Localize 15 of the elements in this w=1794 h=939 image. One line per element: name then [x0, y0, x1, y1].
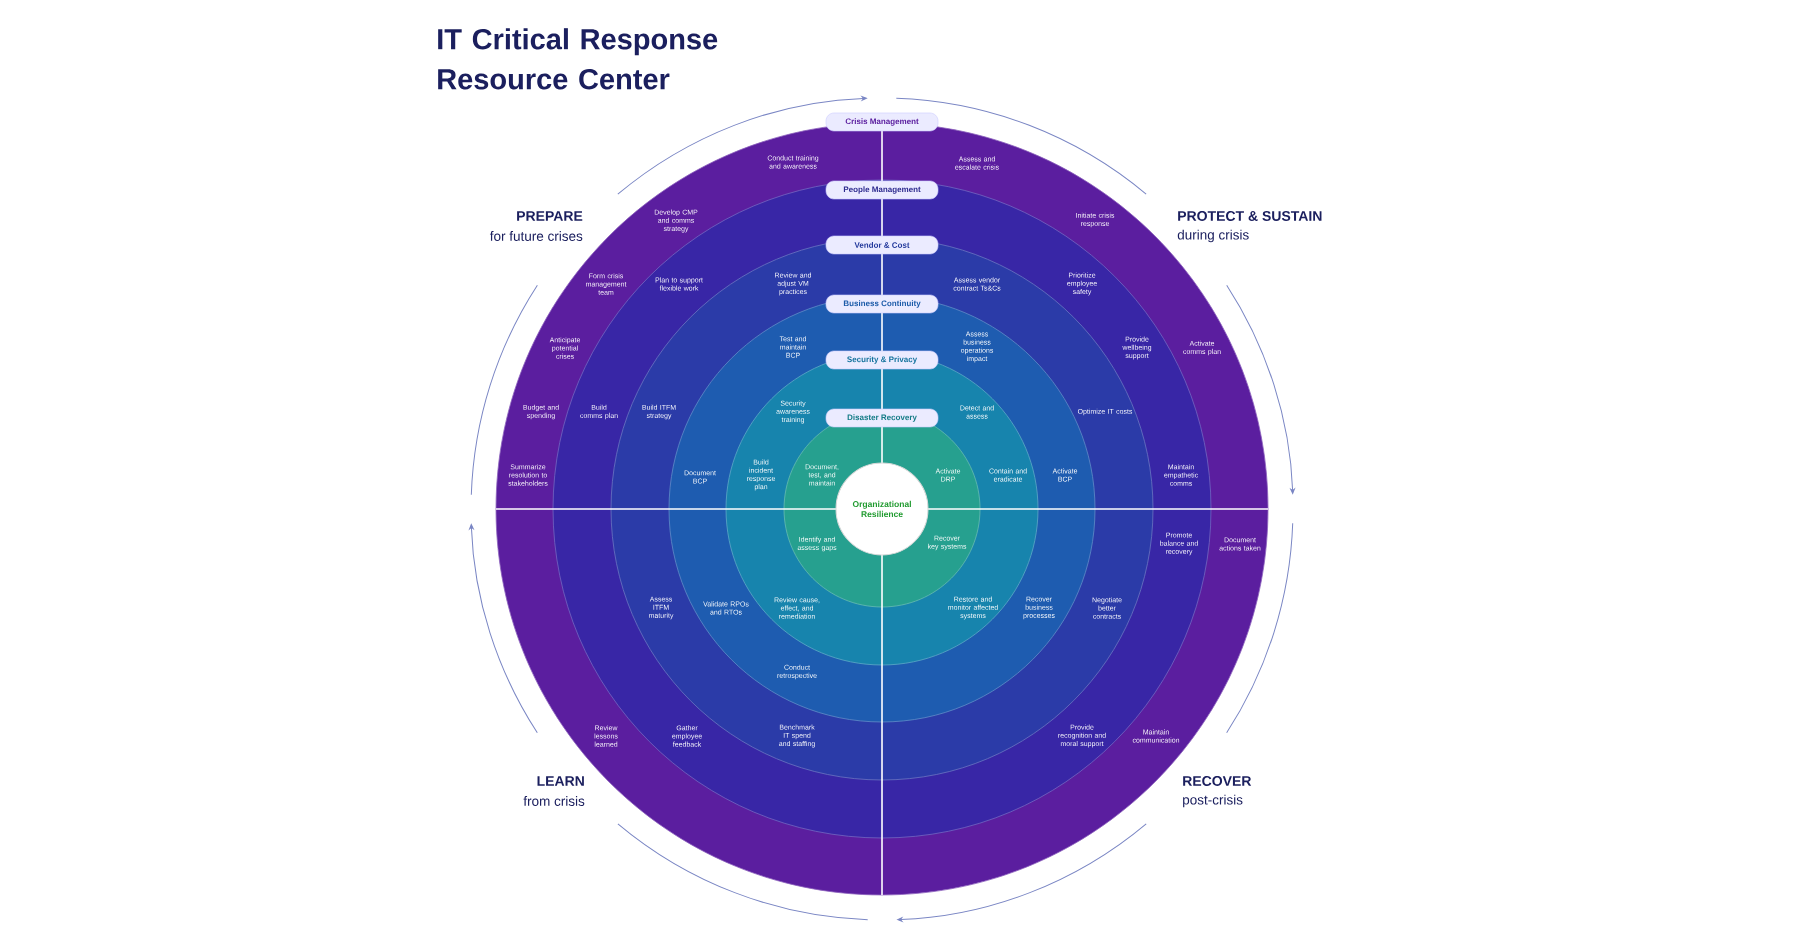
- title: IT Critical Response Resource Center: [438, 28, 718, 90]
- ring-label: Vendor & Cost: [825, 235, 939, 255]
- ring-label: Disaster Recovery: [825, 408, 939, 428]
- phase-subtitle: during crisis: [1177, 229, 1249, 243]
- ring-label: Security & Privacy: [825, 350, 939, 370]
- phase-title: PROTECT & SUSTAIN: [1178, 211, 1322, 221]
- phase-subtitle: post-crisis: [1183, 794, 1243, 808]
- ring-label: People Management: [825, 180, 939, 200]
- phase-subtitle: from crisis: [523, 796, 585, 806]
- phase-title: LEARN: [537, 776, 584, 786]
- ring-label: Business Continuity: [825, 294, 939, 314]
- phase-subtitle: for future crises: [489, 231, 583, 241]
- phase-title: RECOVER: [1183, 776, 1252, 786]
- ring-label: Crisis Management: [825, 112, 939, 132]
- phase-title: PREPARE: [517, 211, 583, 221]
